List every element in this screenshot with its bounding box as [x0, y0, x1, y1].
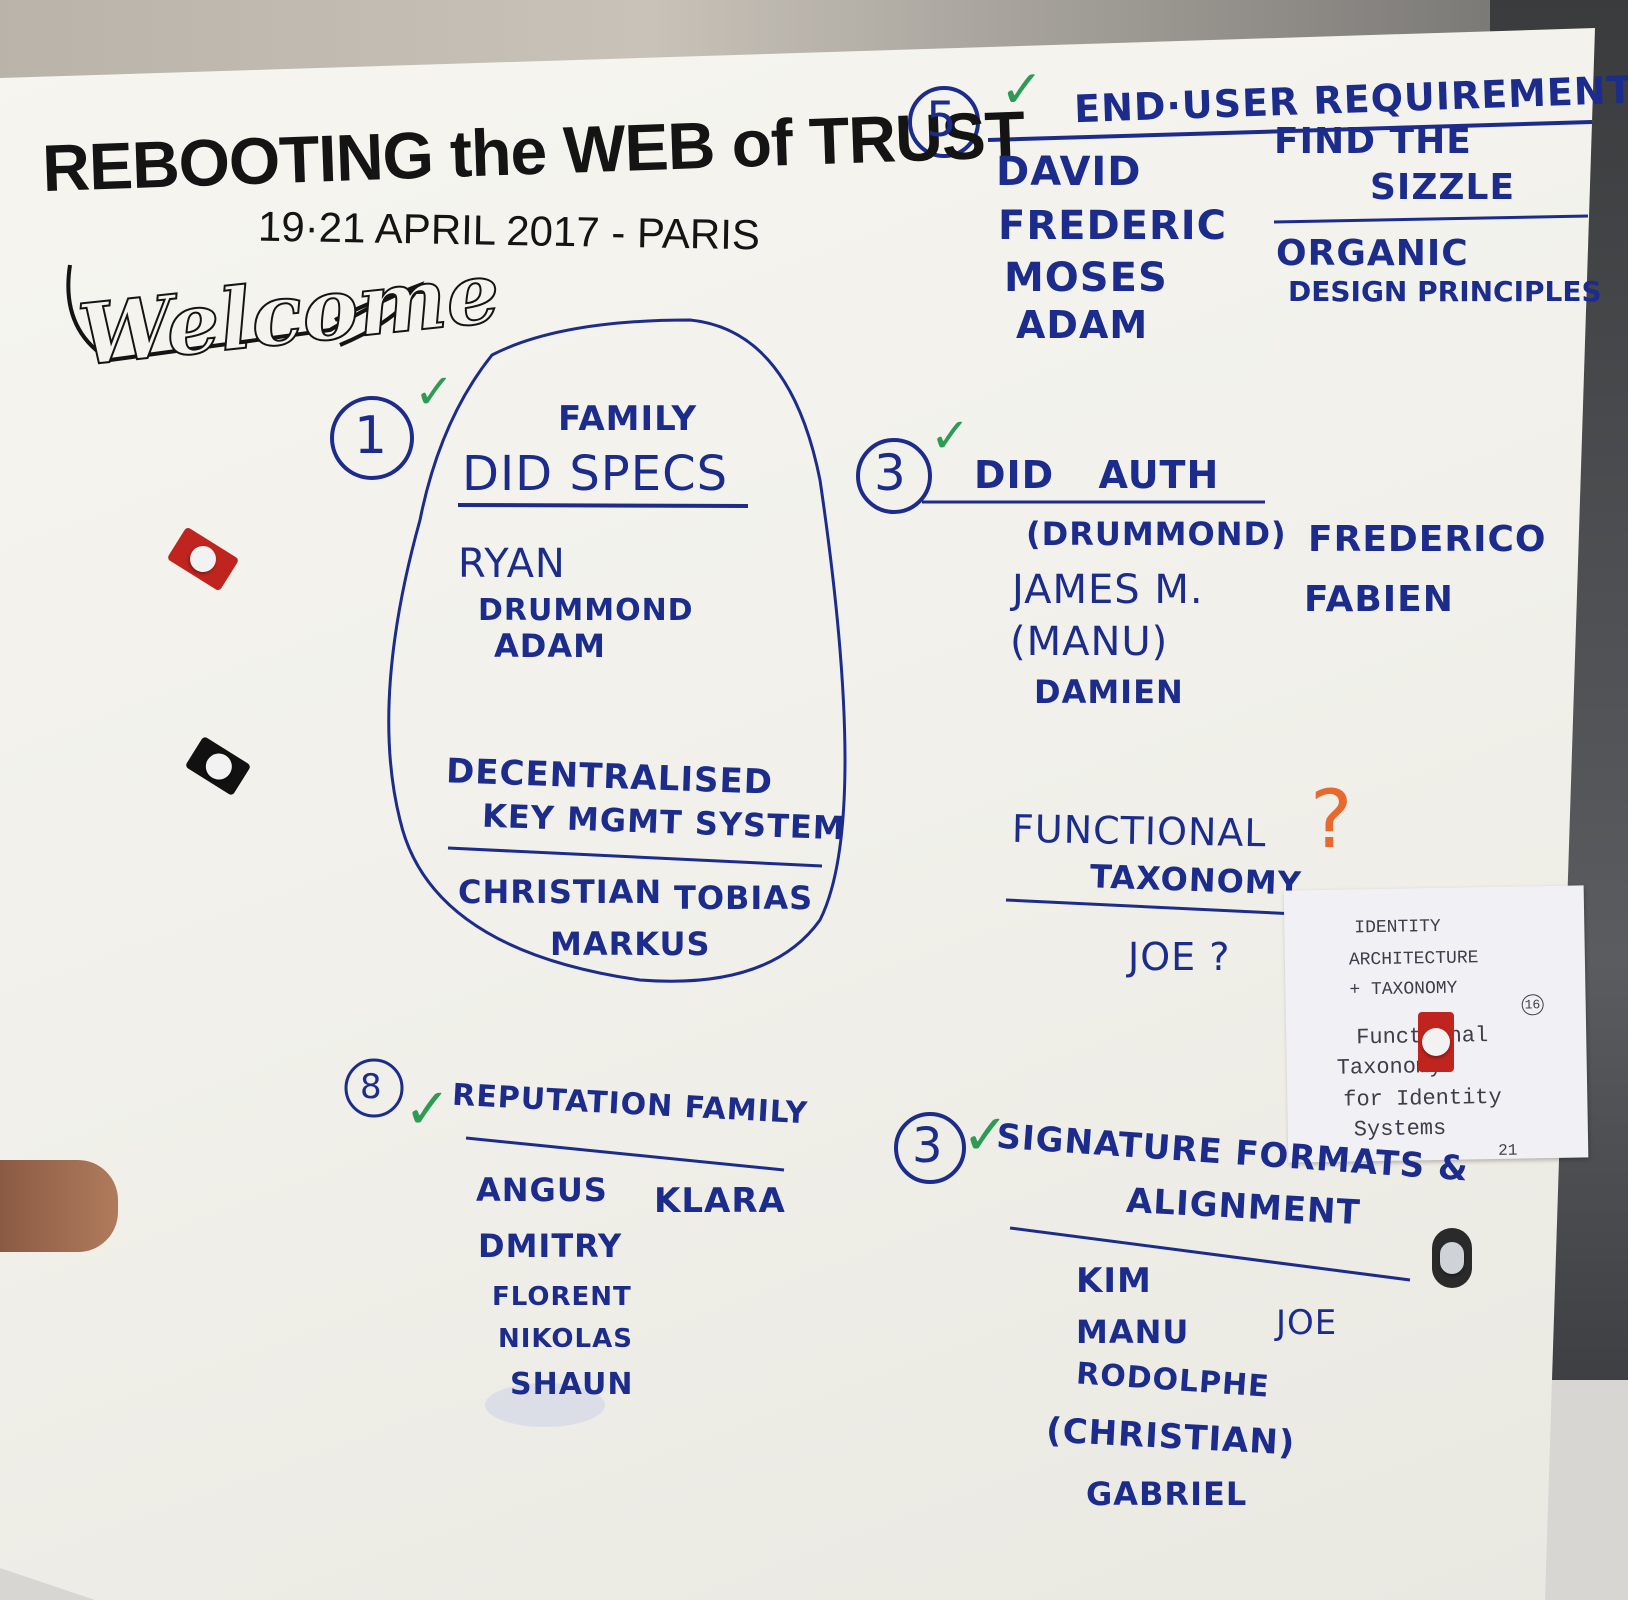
title-dates: 19·21 APRIL 2017 - PARIS [257, 202, 761, 259]
functional-header: FUNCTIONAL [1011, 806, 1267, 856]
group1-header-small: FAMILY [558, 399, 698, 439]
sticky-note-line: + TAXONOMY [1349, 978, 1458, 1001]
group8-name: SHAUN [510, 1367, 634, 1402]
sticky-note-line: Systems [1353, 1115, 1447, 1143]
group1-number: 1 [354, 406, 389, 466]
group3a-name: (DRUMMOND) [1026, 515, 1287, 553]
group8-name: DMITRY [478, 1227, 623, 1265]
group3b-name: GABRIEL [1086, 1475, 1248, 1513]
group8-name: NIKOLAS [498, 1324, 633, 1354]
group1-sub-name: CHRISTIAN [458, 873, 663, 911]
group5-side-text: FIND THE [1274, 121, 1472, 162]
group5-name: ADAM [1016, 303, 1149, 347]
group1-name: ADAM [494, 627, 606, 665]
group3a-name: FABIEN [1304, 579, 1454, 620]
group1-name: DRUMMOND [478, 593, 694, 628]
group3a-name: DAMIEN [1034, 673, 1184, 711]
person-hand [0, 1160, 118, 1252]
sticky-note-line: ARCHITECTURE [1348, 948, 1479, 971]
group8-number: 8 [360, 1067, 383, 1107]
functional-header: TAXONOMY [1089, 857, 1303, 903]
group3a-name: JAMES M. [1012, 567, 1204, 613]
group5-side-text: ORGANIC [1276, 233, 1469, 274]
magnet-red[interactable] [1418, 1012, 1454, 1072]
question-mark: ? [1310, 773, 1353, 866]
group8-check: ✓ [404, 1077, 451, 1142]
group1-sub-name: MARKUS [550, 925, 711, 963]
sticky-note-footer: 21 [1498, 1141, 1518, 1160]
group5-name: MOSES [1004, 255, 1168, 301]
sticky-note-badge: 16 [1521, 994, 1544, 1016]
group1-sub-header: DECENTRALISED [445, 751, 774, 803]
group3b-number: 3 [912, 1118, 944, 1174]
sticky-note-line: IDENTITY [1354, 916, 1441, 939]
group3a-name: FREDERICO [1308, 519, 1547, 560]
group3b-name: JOE [1276, 1303, 1338, 1343]
functional-name: JOE ? [1128, 935, 1231, 979]
group3b-name: MANU [1076, 1313, 1190, 1351]
group1-check: ✓ [414, 364, 455, 420]
group1-sub-name: TOBIAS [674, 879, 814, 917]
group3b-check: ✓ [962, 1103, 1009, 1168]
group3a-name: (MANU) [1010, 619, 1169, 665]
group8-name: FLORENT [492, 1282, 632, 1312]
group5-side-text: SIZZLE [1370, 167, 1516, 208]
group5-name: FREDERIC [998, 203, 1228, 249]
group3a-check: ✓ [930, 408, 971, 464]
board-handle[interactable] [1432, 1228, 1472, 1288]
group3a-header: DID AUTH [974, 453, 1220, 497]
group5-name: DAVID [996, 149, 1142, 195]
group1-header: DID SPECS [462, 446, 729, 502]
group3b-name: KIM [1076, 1261, 1152, 1301]
group8-name: KLARA [654, 1181, 786, 1221]
group8-name: ANGUS [476, 1171, 608, 1209]
group5-check: ✓ [1000, 60, 1044, 120]
sticky-note-line: for Identity [1343, 1084, 1502, 1113]
group5-side-text: DESIGN PRINCIPLES [1288, 275, 1602, 308]
group1-name: RYAN [458, 541, 566, 587]
group5-number: 5 [926, 92, 958, 148]
group3a-number: 3 [874, 444, 907, 502]
